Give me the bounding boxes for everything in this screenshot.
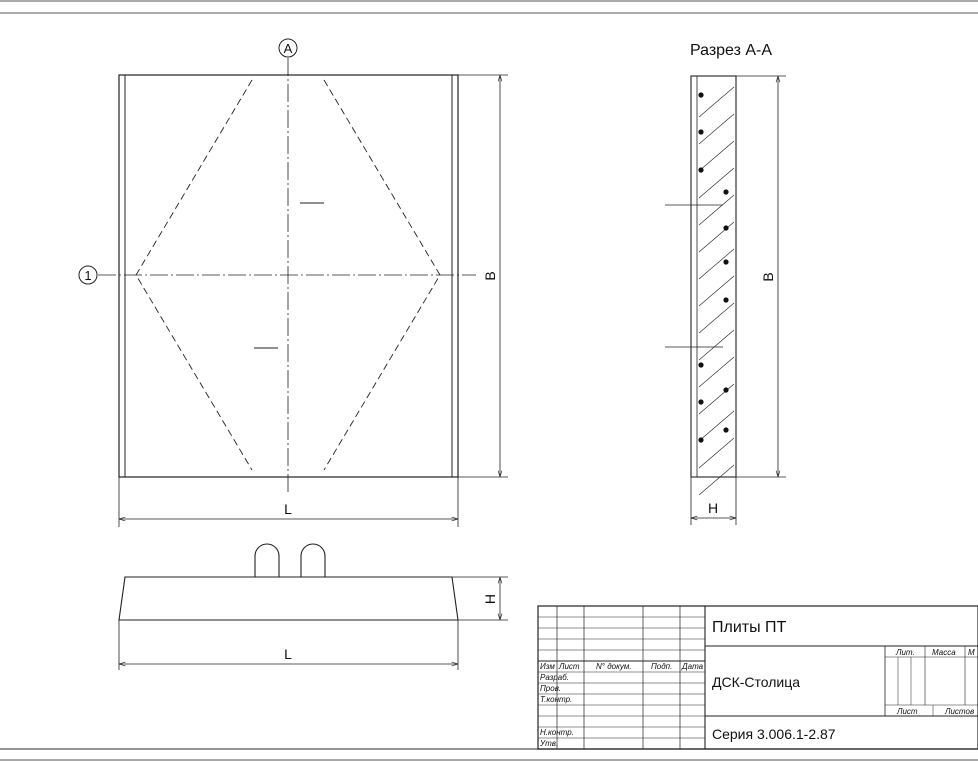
- hatch-line: [698, 86, 735, 118]
- role-tech-control: Т.контр.: [540, 695, 572, 704]
- axis-1-marker: 1: [78, 265, 98, 285]
- dim-height-side: [452, 576, 508, 621]
- rebar-dots: [698, 92, 729, 443]
- rebar-dot: [698, 129, 704, 135]
- hatch-line: [698, 194, 735, 226]
- rebar-dot: [698, 92, 704, 98]
- rebar-dot: [723, 225, 729, 231]
- col-date: Дата: [681, 662, 704, 671]
- axis-a-label: A: [284, 41, 293, 56]
- hatch-line: [698, 437, 735, 469]
- dim-length-plan-label: L: [284, 501, 292, 517]
- dim-length-side-label: L: [284, 646, 292, 662]
- hdr-scale: М: [968, 648, 975, 657]
- dim-width-plan: [458, 74, 508, 478]
- hatch-line: [698, 329, 735, 361]
- dim-height-section-label: H: [708, 500, 718, 516]
- col-doc-no: N° докум.: [596, 662, 632, 671]
- rebar-dot: [698, 362, 704, 368]
- hatch-line: [698, 221, 735, 253]
- col-list: Лист: [558, 662, 580, 671]
- rebar-dot: [723, 427, 729, 433]
- dim-width-section: [736, 75, 786, 478]
- role-checked: Пров.: [540, 684, 561, 693]
- hatch-line: [698, 383, 735, 415]
- dim-height-section: [690, 477, 737, 525]
- section-title: Разрез А-А: [690, 42, 772, 59]
- title-block: [537, 605, 978, 750]
- dim-length-plan: [118, 477, 459, 527]
- hatch-line: [698, 302, 735, 334]
- title-block-company: ДСК-Столица: [712, 674, 800, 690]
- rebar-dot: [723, 189, 729, 195]
- axis-1-label: 1: [84, 268, 91, 283]
- plan-view: [98, 58, 476, 495]
- col-sign: Подп.: [651, 662, 672, 671]
- dim-width-section-label: B: [760, 272, 776, 281]
- side-view: [118, 543, 459, 621]
- hatch-line: [698, 356, 735, 388]
- role-developer: Разраб.: [540, 673, 569, 682]
- title-block-title: Плиты ПТ: [712, 619, 787, 636]
- hatch-line: [698, 248, 735, 280]
- hatch-line: [698, 410, 735, 442]
- axis-a-marker: A: [278, 38, 298, 58]
- rebar-dot: [698, 399, 704, 405]
- rebar-dot: [698, 437, 704, 443]
- hdr-sheets: Листов: [944, 707, 974, 716]
- hatch-line: [698, 113, 735, 145]
- rebar-dot: [723, 297, 729, 303]
- hdr-mass: Масса: [932, 648, 956, 657]
- hatch-line: [698, 140, 735, 172]
- hatch-line: [698, 275, 735, 307]
- dim-height-side-label: H: [482, 594, 498, 604]
- col-izm: Изм: [540, 662, 555, 671]
- dim-length-side: [118, 620, 459, 670]
- section-view: [665, 75, 737, 496]
- hdr-sheet: Лист: [896, 707, 918, 716]
- dim-width-plan-label: B: [482, 271, 498, 280]
- hatch-line: [698, 167, 735, 199]
- role-norm-control: Н.контр.: [540, 728, 574, 737]
- rebar-dot: [723, 387, 729, 393]
- role-approved: Утв.: [539, 739, 558, 748]
- rebar-dot: [698, 167, 704, 173]
- hatch-line: [698, 464, 735, 496]
- title-block-series: Серия 3.006.1-2.87: [712, 726, 836, 742]
- rebar-dot: [723, 259, 729, 265]
- hdr-lit: Лит.: [895, 648, 915, 657]
